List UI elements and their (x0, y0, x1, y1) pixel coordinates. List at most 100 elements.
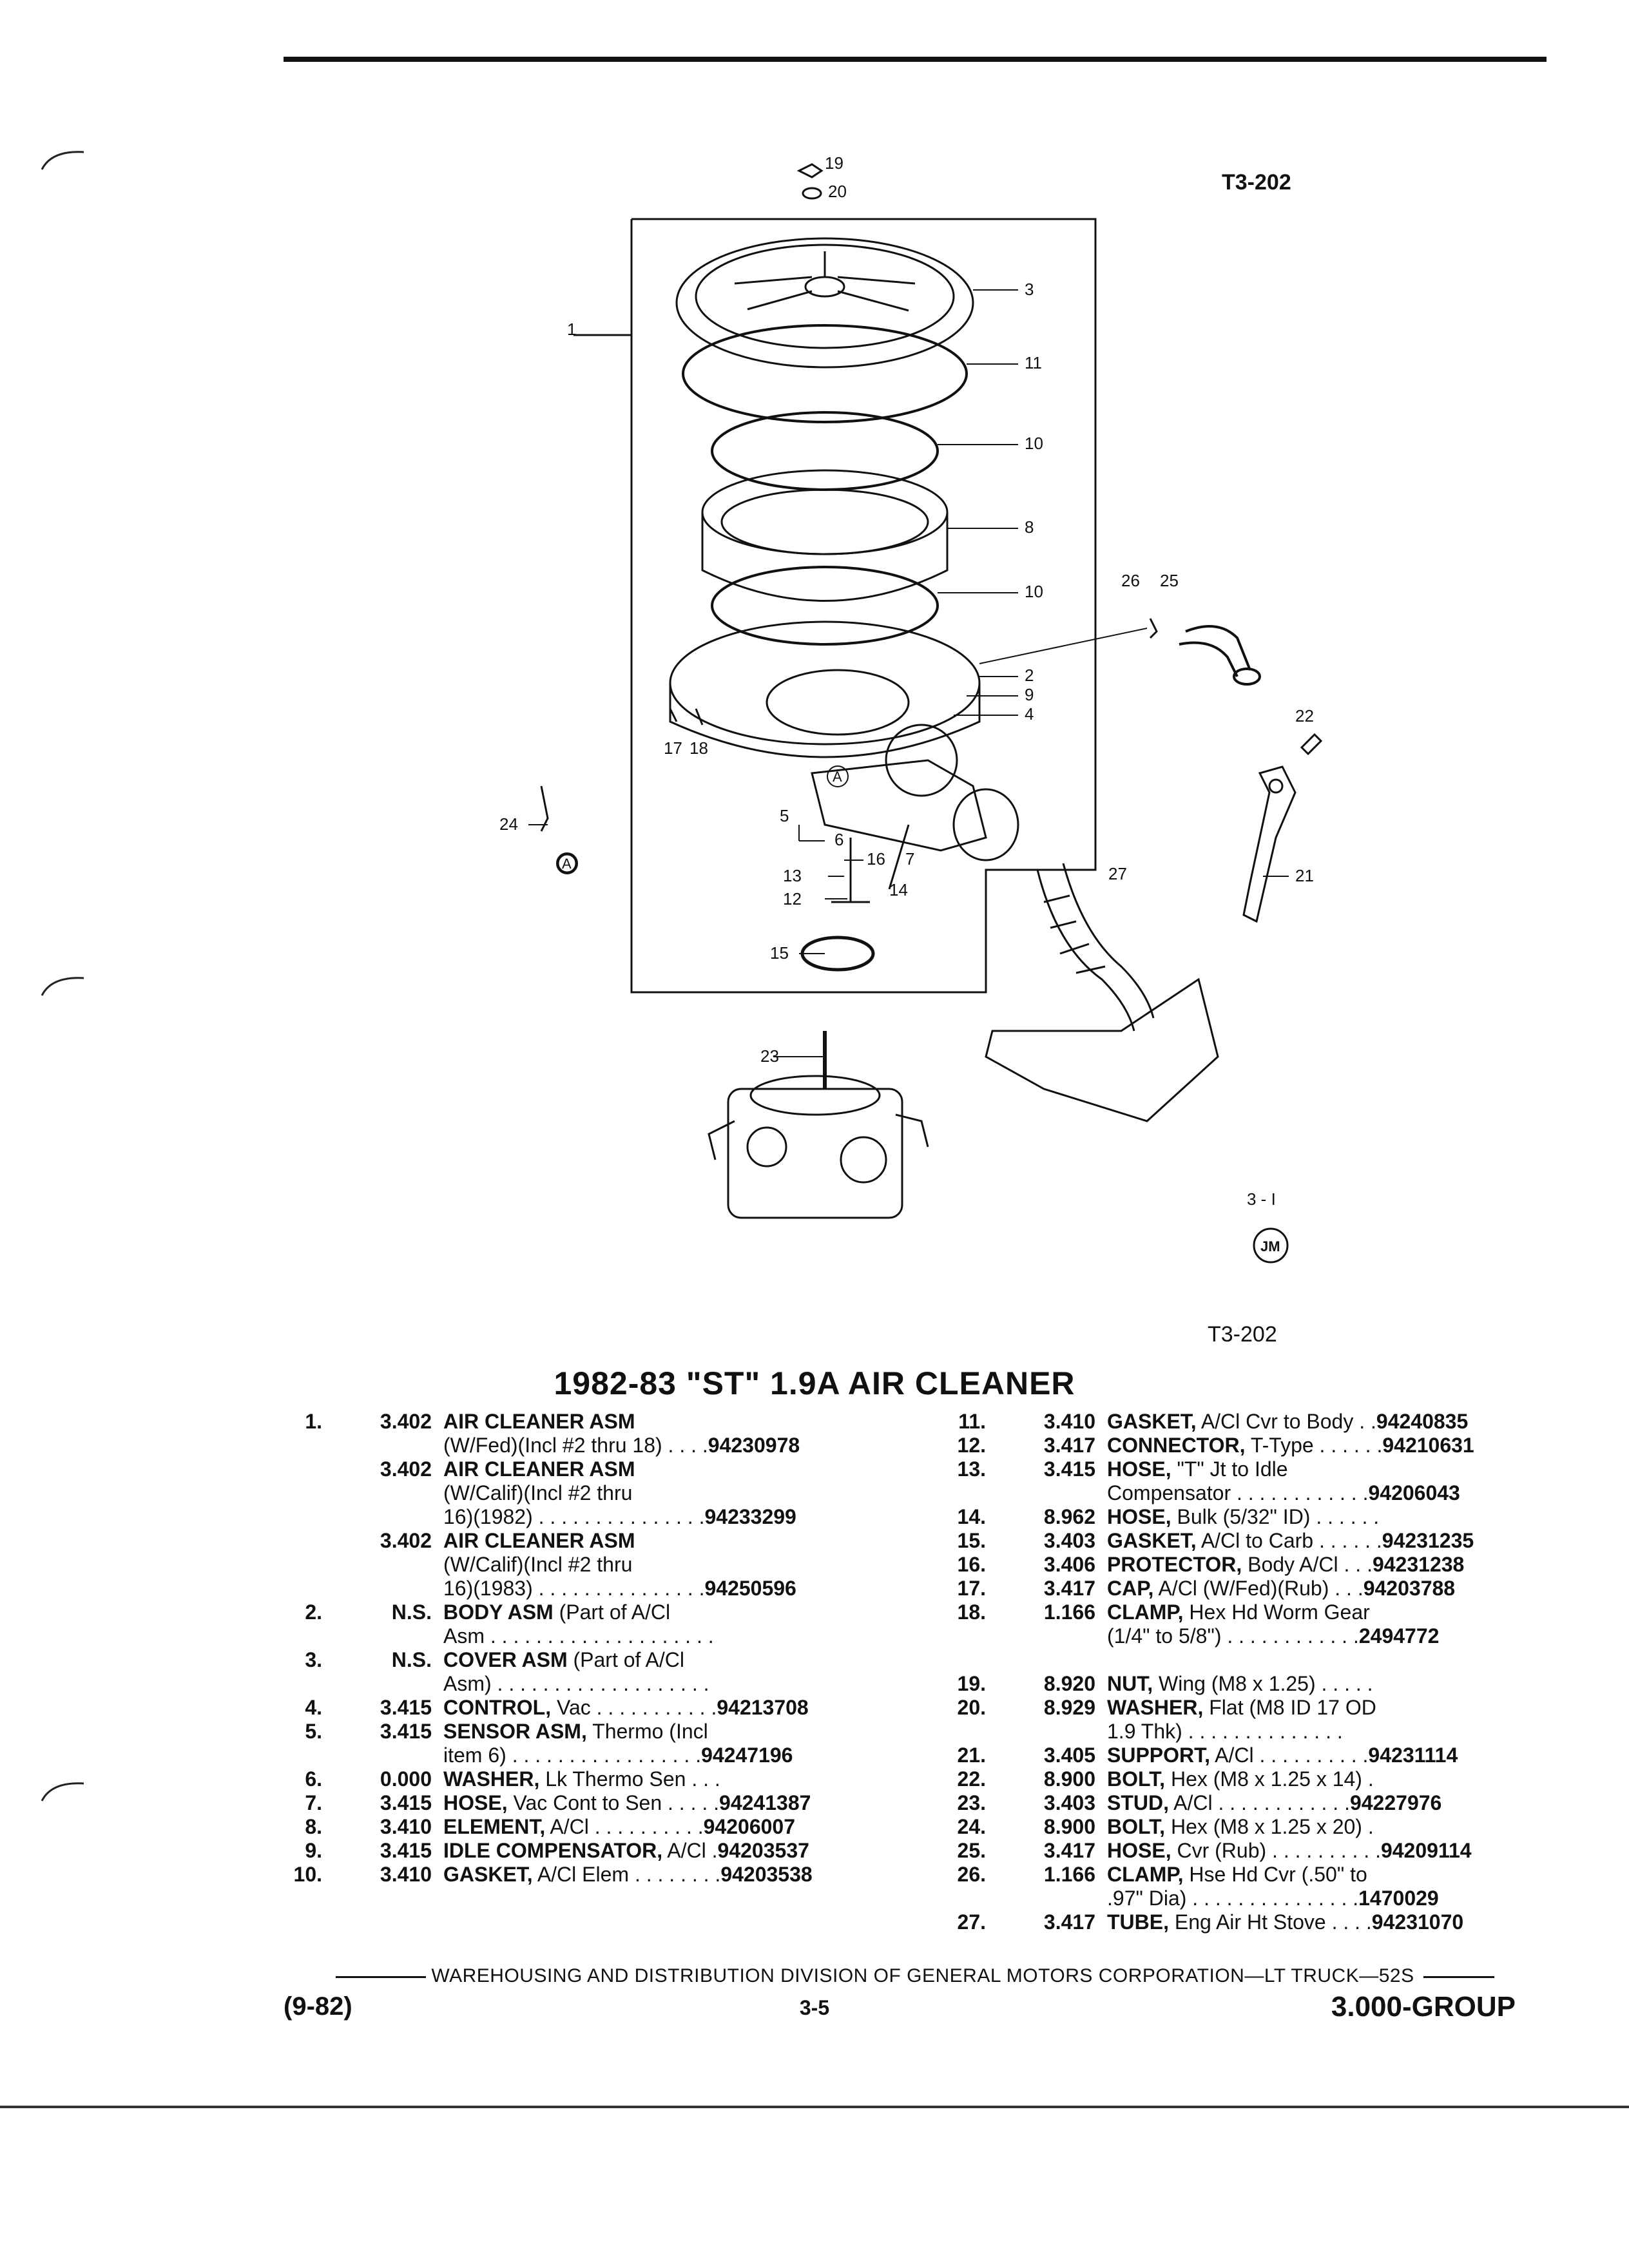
part-name: AIR CLEANER ASM (443, 1410, 635, 1433)
item-description-line: SUPPORT, A/Cl . . . . . . . . . .9423111… (1107, 1744, 1553, 1767)
part-detail: A/Cl Cvr to Body . . (1196, 1410, 1376, 1433)
page-title: 1982-83 "ST" 1.9A AIR CLEANER (554, 1365, 1075, 1401)
leader-lines (528, 289, 1289, 1057)
margin-hole-mark (41, 151, 84, 170)
part-detail: Cvr (Rub) . . . . . . . . . . (1171, 1839, 1381, 1862)
item-description-line: CLAMP, Hex Hd Worm Gear (1107, 1600, 1553, 1624)
item-number: 19. (957, 1672, 986, 1695)
group-number: 3.410 (380, 1815, 432, 1838)
part-detail: (W/Fed)(Incl #2 thru 18) . . . . (443, 1434, 708, 1457)
part-detail: item 6) . . . . . . . . . . . . . . . . … (443, 1744, 702, 1767)
item-number: 3. (305, 1648, 322, 1671)
item-description-line: item 6) . . . . . . . . . . . . . . . . … (443, 1744, 883, 1767)
item-description-line: (W/Calif)(Incl #2 thru (443, 1481, 883, 1505)
part-detail: Lk Thermo Sen . . . (539, 1767, 720, 1791)
item-description-line: HOSE, "T" Jt to Idle (1107, 1457, 1553, 1481)
part-number: 94230978 (708, 1434, 800, 1457)
item-description-line: NUT, Wing (M8 x 1.25) . . . . . (1107, 1672, 1553, 1696)
group-number: 3.415 (380, 1696, 432, 1719)
part-detail: 1.9 Thk) . . . . . . . . . . . . . . (1107, 1720, 1343, 1743)
item-description-line: 1.9 Thk) . . . . . . . . . . . . . . (1107, 1720, 1553, 1744)
part-number: 94206007 (703, 1815, 795, 1838)
item-description-line: AIR CLEANER ASM (443, 1410, 883, 1434)
svg-text:11: 11 (1025, 353, 1042, 372)
item-description-line: WASHER, Flat (M8 ID 17 OD (1107, 1696, 1553, 1720)
item-description-line: (1/4" to 5/8") . . . . . . . . . . . .24… (1107, 1624, 1553, 1648)
group-number: 3.403 (1043, 1529, 1095, 1552)
item-number: 2. (305, 1600, 322, 1624)
svg-text:26: 26 (1121, 571, 1140, 590)
group-number: 8.900 (1043, 1815, 1095, 1838)
svg-text:17: 17 (664, 738, 682, 758)
part-name: GASKET, (1107, 1410, 1197, 1433)
small-fasteners (540, 163, 1323, 874)
part-detail: Thermo (Incl (586, 1720, 708, 1743)
part-name: SENSOR ASM, (443, 1720, 587, 1743)
margin-hole-mark (41, 977, 84, 996)
part-number: 94231235 (1382, 1529, 1474, 1552)
footer-page-number: 3-5 (799, 1996, 830, 2019)
part-name: AIR CLEANER ASM (443, 1529, 635, 1552)
item-description-line: BOLT, Hex (M8 x 1.25 x 14) . (1107, 1767, 1553, 1791)
item-number: 26. (957, 1863, 986, 1886)
item-description-line: AIR CLEANER ASM (443, 1529, 883, 1553)
svg-text:10: 10 (1025, 434, 1043, 453)
item-description-line: (W/Fed)(Incl #2 thru 18) . . . .94230978 (443, 1434, 883, 1457)
item-number: 21. (957, 1744, 986, 1767)
part-detail: Flat (M8 ID 17 OD (1203, 1696, 1376, 1719)
parts-list-item: 19. 8.920 NUT, Wing (M8 x 1.25) . . . . . (947, 1672, 1553, 1696)
filter-element (701, 469, 949, 602)
item-number: 17. (957, 1577, 986, 1600)
part-number: 94203788 (1363, 1577, 1456, 1600)
svg-text:18: 18 (689, 738, 708, 758)
part-detail: (W/Calif)(Incl #2 thru (443, 1553, 633, 1576)
part-detail: 16)(1982) . . . . . . . . . . . . . . . (443, 1505, 705, 1528)
part-detail: Hex Hd Worm Gear (1183, 1600, 1370, 1624)
item-number: 13. (957, 1457, 986, 1481)
item-description-line: STUD, A/Cl . . . . . . . . . . . .942279… (1107, 1791, 1553, 1815)
item-number: 15. (957, 1529, 986, 1552)
item-number: 9. (305, 1839, 322, 1862)
part-number: 94210631 (1382, 1434, 1474, 1457)
part-detail: A/Cl (W/Fed)(Rub) . . . (1153, 1577, 1364, 1600)
group-number: 1.166 (1043, 1600, 1095, 1624)
footer-group: 3.000-GROUP (1331, 1991, 1516, 2023)
item-number: 4. (305, 1696, 322, 1719)
part-detail: A/Cl . (662, 1839, 718, 1862)
parts-list-item: 18. 1.166 CLAMP, Hex Hd Worm Gear(1/4" to … (947, 1600, 1553, 1648)
item-description-line: WASHER, Lk Thermo Sen . . . (443, 1767, 883, 1791)
part-detail: 16)(1983) . . . . . . . . . . . . . . . (443, 1577, 705, 1600)
item-description-line: BODY ASM (Part of A/Cl (443, 1600, 883, 1624)
bottom-rule (0, 2106, 1629, 2108)
part-detail: Hex (M8 x 1.25 x 20) . (1165, 1815, 1374, 1838)
part-name: WASHER, (1107, 1696, 1204, 1719)
item-description-line: COVER ASM (Part of A/Cl (443, 1648, 883, 1672)
item-number: 22. (957, 1767, 986, 1791)
item-number: 10. (293, 1863, 322, 1886)
item-number: 8. (305, 1815, 322, 1838)
figure-code-bottom: T3-202 (1208, 1322, 1277, 1347)
part-name: CONNECTOR, (1107, 1434, 1246, 1457)
part-detail: (1/4" to 5/8") . . . . . . . . . . . . (1107, 1624, 1359, 1648)
part-name: HOSE, (443, 1791, 508, 1814)
part-number: 2494772 (1358, 1624, 1440, 1648)
item-description-line: 16)(1982) . . . . . . . . . . . . . . .9… (443, 1505, 883, 1529)
item-description-line: .97" Dia) . . . . . . . . . . . . . . .1… (1107, 1887, 1553, 1910)
group-number: 3.415 (1043, 1457, 1095, 1481)
svg-text:19: 19 (825, 153, 843, 173)
group-number: 8.920 (1043, 1672, 1095, 1695)
item-description-line: HOSE, Bulk (5/32" ID) . . . . . . (1107, 1505, 1553, 1529)
item-number: 11. (958, 1410, 986, 1433)
part-detail: A/Cl to Carb . . . . . . (1196, 1529, 1382, 1552)
item-number: 18. (957, 1600, 986, 1624)
